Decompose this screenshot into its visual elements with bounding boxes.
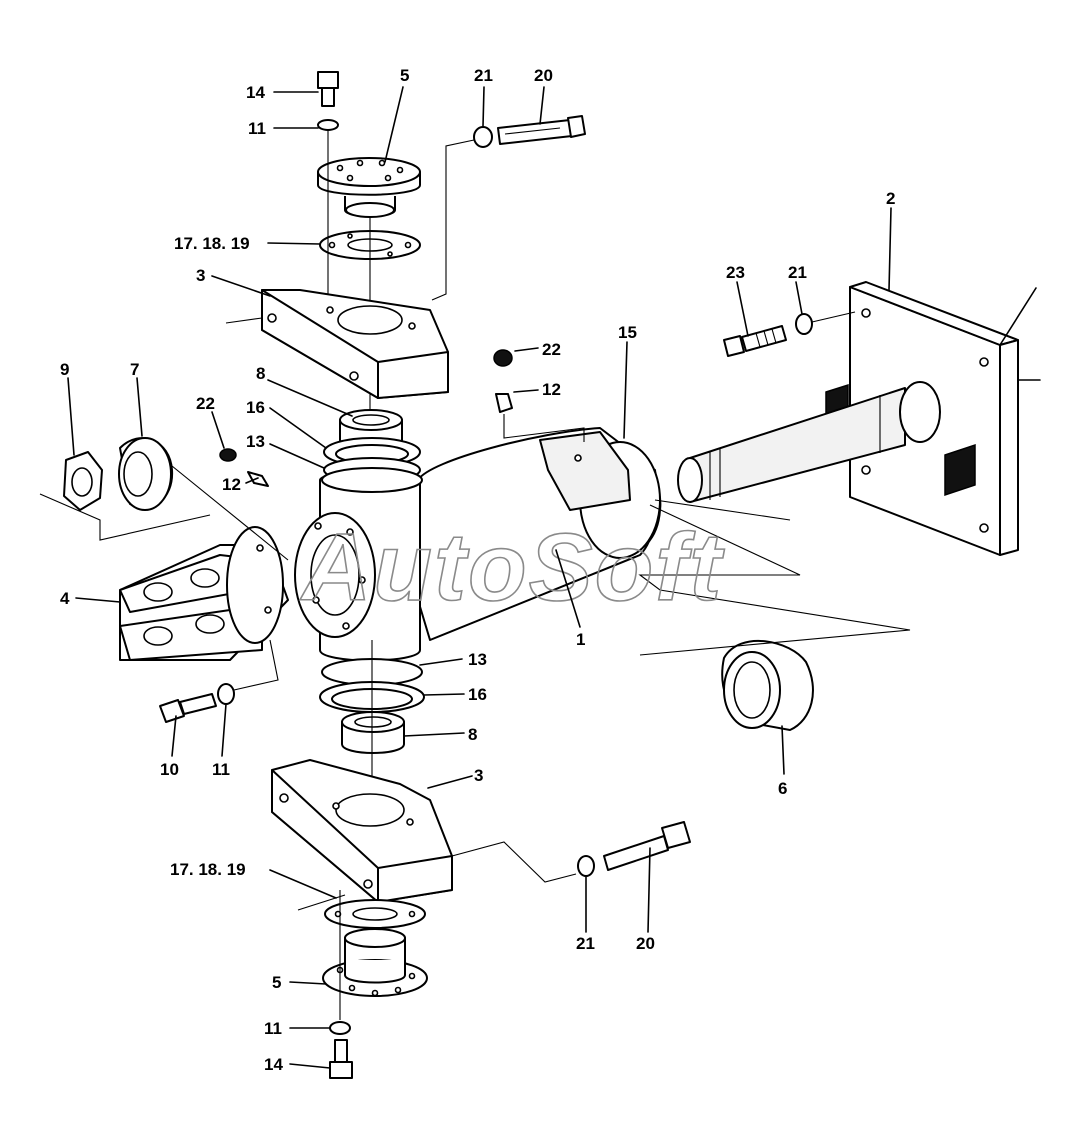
callout-5-bottom: 5 bbox=[272, 973, 281, 992]
callout-12-left: 12 bbox=[222, 475, 241, 494]
cap-22-left bbox=[219, 448, 237, 462]
axle-stub bbox=[677, 381, 941, 503]
callout-17-18-19-top: 17. 18. 19 bbox=[174, 234, 250, 253]
callout-14-top: 14 bbox=[246, 83, 265, 102]
bolt-10 bbox=[159, 693, 217, 723]
bearing-7 bbox=[118, 437, 174, 511]
callout-21-right: 21 bbox=[788, 263, 807, 282]
leader-lines bbox=[67, 86, 892, 1069]
bearing-8-bottom bbox=[341, 711, 405, 754]
callout-1: 1 bbox=[576, 630, 585, 649]
end-flange-left bbox=[294, 512, 376, 638]
callout-11-top: 11 bbox=[248, 119, 266, 138]
callout-3-top: 3 bbox=[196, 266, 205, 285]
bearing-cup-6 bbox=[721, 639, 814, 731]
callout-14-bottom: 14 bbox=[264, 1055, 283, 1074]
callout-23: 23 bbox=[726, 263, 745, 282]
callout-9: 9 bbox=[60, 360, 69, 379]
callout-16-bottom: 16 bbox=[468, 685, 487, 704]
callout-8-top: 8 bbox=[256, 364, 265, 383]
callout-10: 10 bbox=[160, 760, 179, 779]
watermark: AutoSoft bbox=[300, 514, 725, 621]
callout-13-top: 13 bbox=[246, 432, 265, 451]
callout-8-bottom: 8 bbox=[468, 725, 477, 744]
callout-17-18-19-bottom: 17. 18. 19 bbox=[170, 860, 246, 879]
callout-labels: 14 11 5 21 20 17. 18. 19 3 2 23 21 22 12… bbox=[60, 66, 895, 1074]
washer-21-bottom bbox=[577, 855, 595, 877]
callout-11-bottom: 11 bbox=[264, 1019, 282, 1038]
callout-13-bottom: 13 bbox=[468, 650, 487, 669]
callout-21-bottom: 21 bbox=[576, 934, 595, 953]
callout-20-top: 20 bbox=[534, 66, 553, 85]
steering-arm-3-top bbox=[225, 289, 449, 399]
nipple-12-left bbox=[247, 471, 269, 487]
nut-9 bbox=[63, 451, 103, 511]
cap-22-mid bbox=[493, 349, 513, 367]
bolt-20-top bbox=[497, 115, 586, 145]
flange-cap-5-bottom bbox=[322, 928, 428, 997]
washer-21-top bbox=[473, 126, 493, 148]
callout-12-mid: 12 bbox=[542, 380, 561, 399]
callout-6: 6 bbox=[778, 779, 787, 798]
callout-2: 2 bbox=[886, 189, 895, 208]
flange-cap-5-top bbox=[317, 157, 421, 218]
callout-7: 7 bbox=[130, 360, 139, 379]
shim-17-18-19-bottom bbox=[324, 899, 426, 929]
callout-15: 15 bbox=[618, 323, 637, 342]
callout-3-bottom: 3 bbox=[474, 766, 483, 785]
washer-21-right bbox=[795, 313, 813, 335]
callout-5-top: 5 bbox=[400, 66, 409, 85]
bolt-14-top bbox=[317, 71, 339, 107]
nipple-12-mid bbox=[495, 393, 513, 413]
washer-11-top bbox=[317, 119, 339, 131]
bolt-14-bottom bbox=[329, 1039, 353, 1079]
callout-20-bottom: 20 bbox=[636, 934, 655, 953]
callout-22-mid: 22 bbox=[542, 340, 561, 359]
washer-11-left bbox=[217, 683, 235, 705]
callout-22-left: 22 bbox=[196, 394, 215, 413]
steering-arm-3-bottom bbox=[271, 759, 453, 911]
callout-21-top: 21 bbox=[474, 66, 493, 85]
callout-4: 4 bbox=[60, 589, 70, 608]
yoke-4 bbox=[119, 526, 289, 661]
bolt-23 bbox=[723, 325, 787, 357]
callout-11-left: 11 bbox=[212, 760, 230, 779]
bolt-20-bottom bbox=[603, 821, 691, 871]
washer-11-bottom bbox=[329, 1021, 351, 1035]
callout-16-top: 16 bbox=[246, 398, 265, 417]
